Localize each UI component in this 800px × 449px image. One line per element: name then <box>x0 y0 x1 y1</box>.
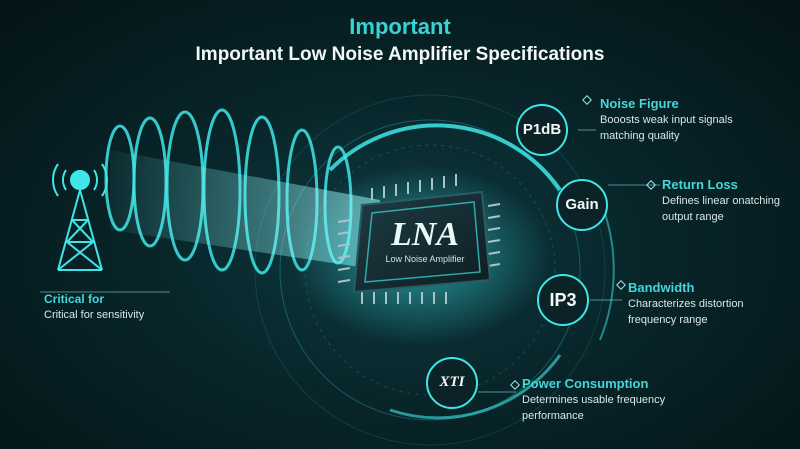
connector-lines <box>40 129 660 393</box>
chip-pins <box>337 174 501 304</box>
spec-desc-line: Defines linear onatching <box>662 195 781 207</box>
spec-desc-line: frequency range <box>628 314 708 326</box>
spec-desc-line: Characterizes distortion <box>628 298 744 310</box>
spec-noise-figure: Noise Figure Booosts weak input signals … <box>600 96 790 143</box>
page-title: Important <box>349 14 451 39</box>
node-xti: XTI <box>439 374 465 390</box>
spec-title: Return Loss <box>662 177 738 192</box>
node-ip3: IP3 <box>549 290 577 310</box>
chip-name: LNA <box>391 216 459 253</box>
spec-title: Bandwidth <box>628 280 695 295</box>
spec-title: Power Consumption <box>522 376 649 391</box>
left-note-desc: Critical for sensitivity <box>44 309 145 321</box>
spec-desc-line: Determines usable frequency <box>522 394 666 406</box>
node-circles <box>426 104 608 409</box>
page-subtitle: Important Low Noise Amplifier Specificat… <box>195 44 605 65</box>
spec-desc-line: output range <box>662 211 724 223</box>
spec-bandwidth: Bandwidth Characterizes distortion frequ… <box>628 280 793 327</box>
node-p1db: P1dB <box>522 121 562 138</box>
chip-icon <box>337 174 501 304</box>
spec-power-consumption: Power Consumption Determines usable freq… <box>522 376 712 423</box>
node-gain: Gain <box>565 196 599 213</box>
spec-title: Noise Figure <box>600 96 679 111</box>
diamond-markers <box>510 95 656 390</box>
antenna-tower-icon <box>51 163 109 271</box>
spec-desc-line: matching quality <box>600 130 680 142</box>
left-note: Critical for Critical for sensitivity <box>44 292 144 321</box>
spec-desc-line: Booosts weak input signals <box>600 114 733 126</box>
spec-desc-line: performance <box>522 410 584 422</box>
chip-subtitle: Low Noise Amplifier <box>385 254 465 264</box>
chip-label: LNA Low Noise Amplifier <box>370 216 480 264</box>
spec-return-loss: Return Loss Defines linear onatching out… <box>662 177 797 224</box>
left-note-title: Critical for <box>44 292 105 306</box>
